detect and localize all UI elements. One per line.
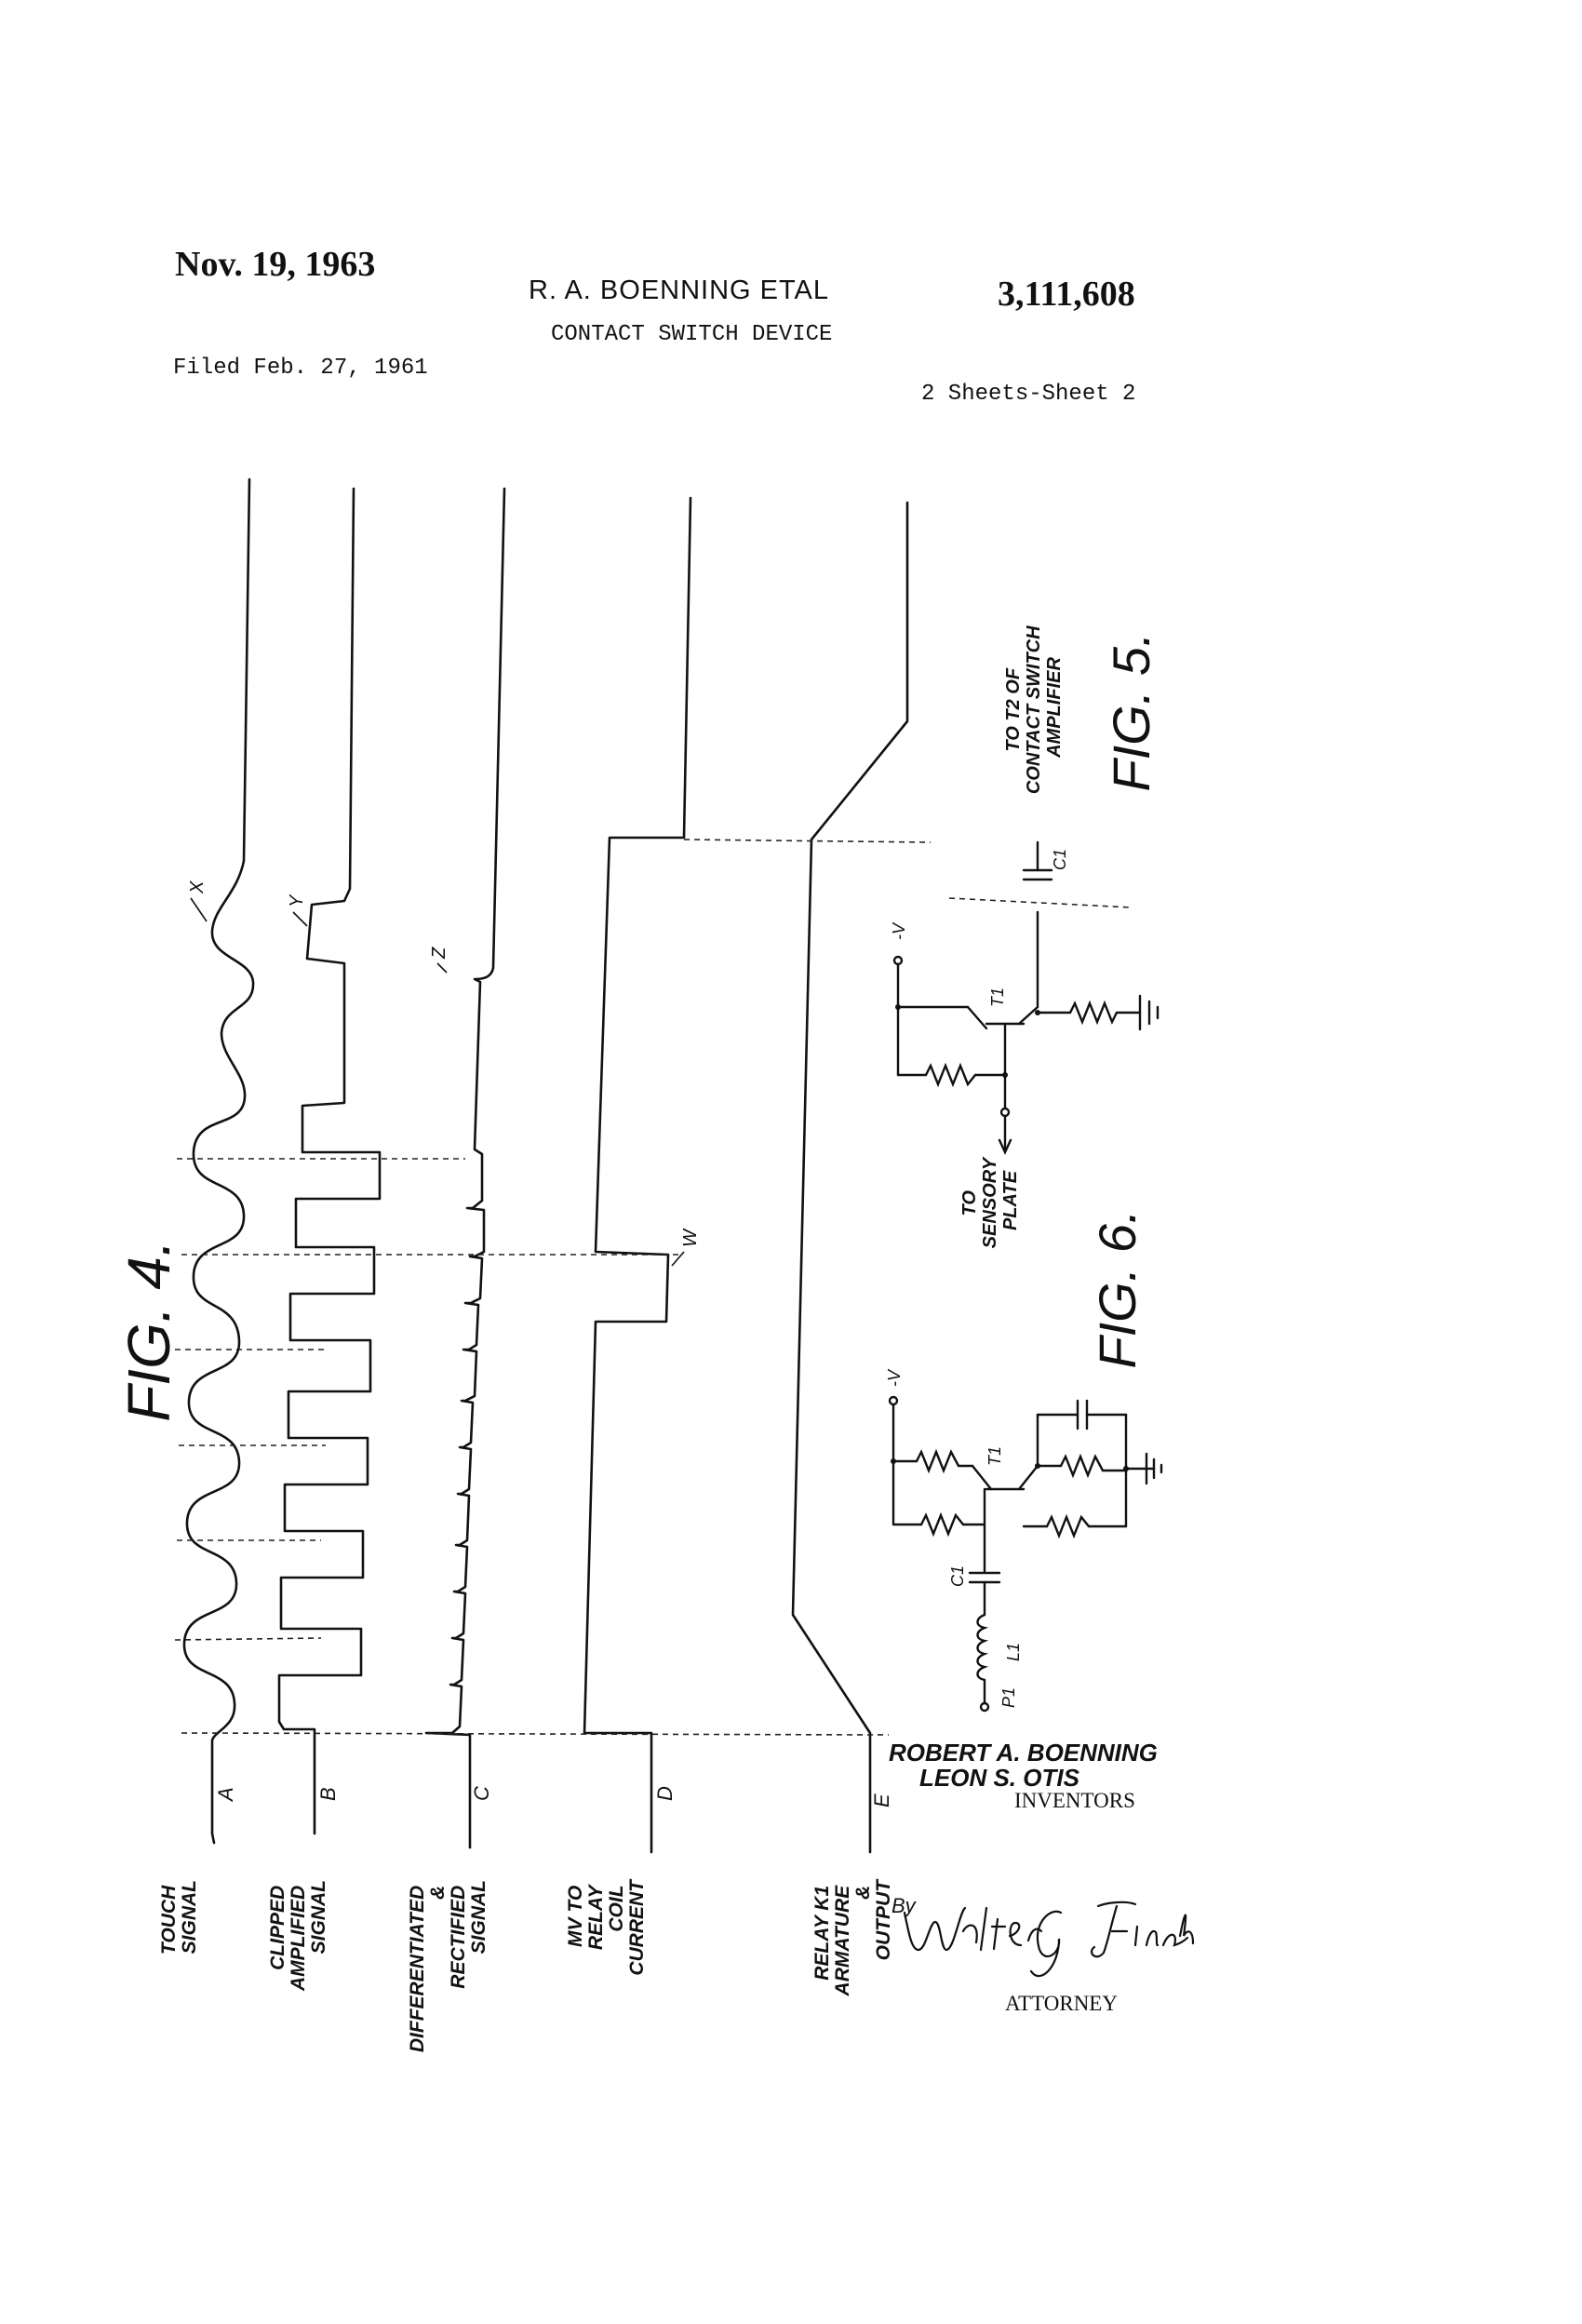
fig6-supply-label: -V <box>885 1368 904 1387</box>
sheet-count: 2 Sheets-Sheet 2 <box>921 382 1136 407</box>
fig5-to-sensory-label: TO SENSORY PLATE <box>959 1153 1021 1249</box>
fig6-plate-label: P1 <box>999 1687 1018 1708</box>
marker-z: Z <box>429 947 449 960</box>
trace-c-differentiated-signal <box>424 487 506 1849</box>
fig6-transistor-label: T1 <box>985 1446 1004 1466</box>
inventors-caption: INVENTORS <box>1014 1789 1135 1812</box>
trace-b-clipped-signal <box>277 487 382 1835</box>
filed-date: Filed Feb. 27, 1961 <box>173 356 428 381</box>
patent-date: Nov. 19, 1963 <box>175 245 376 284</box>
marker-y: Y <box>287 893 307 907</box>
fig5-to-amplifier-label: TO T2 OF CONTACT SWITCH AMPLIFIER <box>1003 621 1065 794</box>
fig5-supply-label: -V <box>890 921 908 940</box>
trace-e-relay-output <box>791 501 909 1854</box>
fig4-title: FIG. 4. <box>115 1240 182 1422</box>
label-clipped-signal: CLIPPED AMPLIFIED SIGNAL <box>267 1880 329 1992</box>
trace-a-touch-signal <box>182 477 255 1835</box>
trace-letter-d: D <box>653 1786 677 1801</box>
label-relay-output: RELAY K1 ARMATURE & OUTPUT <box>811 1878 894 1997</box>
label-touch-signal: TOUCH SIGNAL <box>158 1880 200 1955</box>
inventor-name-2: LEON S. OTIS <box>919 1764 1079 1792</box>
marker-x: X <box>187 880 208 894</box>
inventors-short: R. A. BOENNING ETAL <box>529 275 830 305</box>
label-relay-current: MV TO RELAY COIL CURRENT <box>565 1878 648 1976</box>
attorney-signature <box>903 1901 1195 1978</box>
fig6-inductor-label: L1 <box>1004 1643 1023 1661</box>
fig6-capacitor-label: C1 <box>948 1565 967 1587</box>
patent-number: 3,111,608 <box>998 275 1135 314</box>
marker-w: W <box>680 1228 701 1247</box>
patent-title: CONTACT SWITCH DEVICE <box>551 322 833 347</box>
trace-letter-e: E <box>870 1793 893 1807</box>
inventor-name-1: ROBERT A. BOENNING <box>889 1739 1158 1767</box>
trace-letter-c: C <box>470 1786 493 1801</box>
fig6-title: FIG. 6. <box>1088 1209 1146 1368</box>
fig6-circuit <box>888 1395 1163 1713</box>
fig5-circuit <box>892 840 1160 1155</box>
trace-letter-a: A <box>214 1787 237 1803</box>
trace-letter-b: B <box>316 1787 340 1801</box>
fig5-capacitor-label: C1 <box>1051 849 1069 870</box>
label-differentiated-signal: DIFFERENTIATED & RECTIFIED SIGNAL <box>407 1880 489 2052</box>
fig5-transistor-label: T1 <box>988 987 1007 1007</box>
by-label: By <box>892 1894 916 1917</box>
attorney-caption: ATTORNEY <box>1005 1992 1118 2015</box>
fig5-title: FIG. 5. <box>1102 632 1160 791</box>
trace-d-relay-current <box>583 496 692 1854</box>
fig4-dashed-lines <box>174 839 1132 1736</box>
